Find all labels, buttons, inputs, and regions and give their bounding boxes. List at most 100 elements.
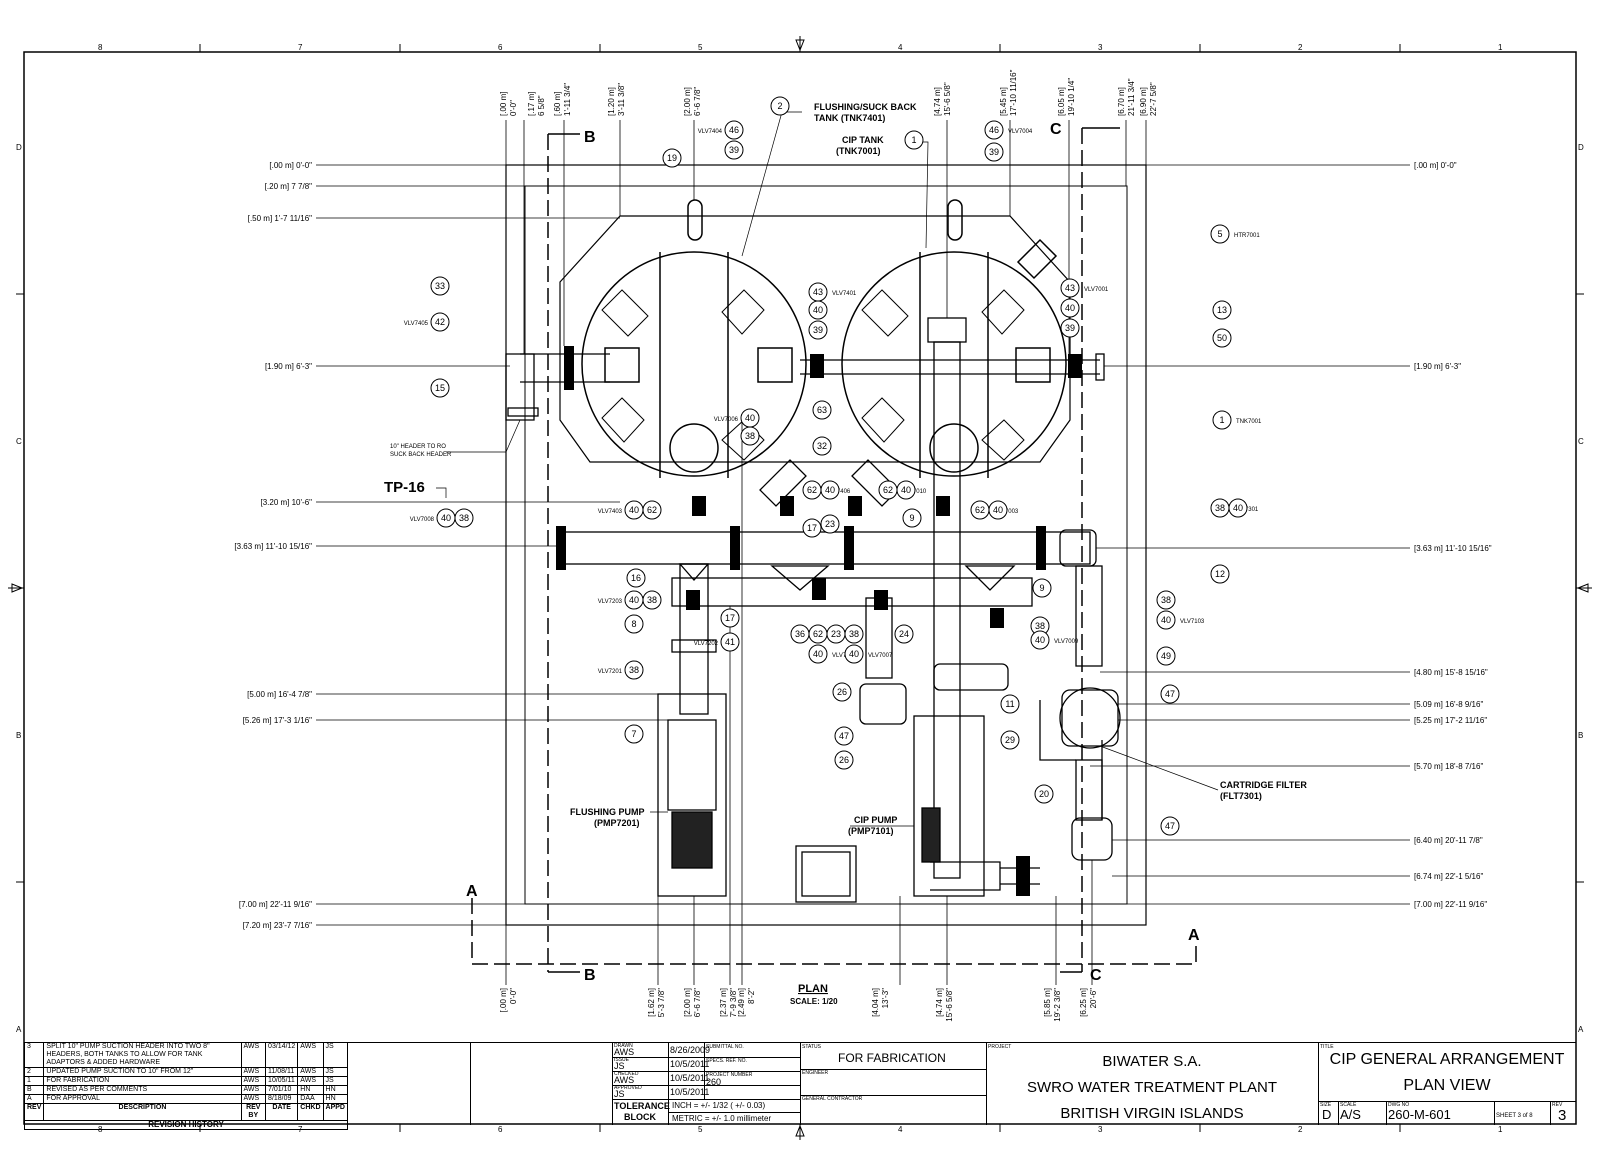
callout-tag: VLV7006	[714, 417, 739, 423]
cip-pump-id: (PMP7101)	[848, 826, 894, 836]
bottom-dim-m: [4.04 m]	[871, 988, 880, 1017]
left-dim-label: [7.20 m] 23'-7 7/16"	[243, 921, 312, 930]
callout-balloon: 36	[790, 624, 810, 644]
callout-number: 38	[459, 513, 469, 523]
top-dim-ft: 1'-11 3/4"	[563, 83, 572, 116]
callout-number: 62	[813, 629, 823, 639]
callout-number: 47	[1165, 689, 1175, 699]
right-dim-label: [5.25 m] 17'-2 11/16"	[1414, 716, 1487, 725]
zone-col-label: 3	[1098, 1125, 1103, 1134]
callout-number: 40	[441, 513, 451, 523]
project-location: BRITISH VIRGIN ISLANDS	[1060, 1105, 1244, 1122]
callout-tag: VLV7009	[1054, 639, 1079, 645]
callout-balloon: 15	[430, 378, 450, 398]
callout-circle	[1212, 410, 1232, 430]
callout-number: 40	[993, 505, 1003, 515]
issued-date: 10/5/2011	[670, 1059, 710, 1069]
callout-circle	[1160, 684, 1180, 704]
bottom-dim-ft: 0'-0"	[509, 988, 518, 1004]
callout-tag: VLV7405	[404, 321, 429, 327]
bottom-dim-m: [2.37 m]	[719, 988, 728, 1017]
callout-balloon: 29	[1000, 730, 1020, 750]
callout-number: 40	[629, 505, 639, 515]
callout-number: 11	[1005, 699, 1014, 709]
callout-tag: HTR7001	[1234, 233, 1260, 239]
top-dim-m: [.17 m]	[527, 92, 536, 116]
revision-cell: SPLIT 10" PUMP SUCTION HEADER INTO TWO 8…	[43, 1042, 242, 1068]
callout-balloon: 7	[624, 724, 644, 744]
bottom-dim-ft: 15'-6 5/8"	[945, 988, 954, 1022]
right-dim-lines	[1090, 164, 1410, 905]
callout-balloon: 9	[902, 508, 922, 528]
callout-circle	[720, 632, 740, 652]
revision-cell: B	[23, 1085, 45, 1095]
title-label: TITLE	[1320, 1044, 1334, 1050]
revision-cell: 11/08/11	[265, 1067, 299, 1077]
callout-number: 24	[899, 629, 909, 639]
sheet-number: SHEET 3 of 8	[1496, 1113, 1533, 1119]
tolerance-metric: METRIC = +/- 1.0 millimeter	[672, 1114, 772, 1123]
right-dim-label: [6.74 m] 22'-1 5/16"	[1414, 872, 1483, 881]
callout-number: 23	[825, 519, 835, 529]
zone-row-label: C	[16, 437, 22, 446]
callout-number: 62	[975, 505, 985, 515]
zone-col-label: 1	[1498, 1125, 1503, 1134]
callout-number: 63	[817, 405, 827, 415]
callout-circle	[1210, 224, 1230, 244]
callout-number: 47	[1165, 821, 1175, 831]
bottom-dim-m: [4.74 m]	[935, 988, 944, 1017]
drawing-title-1: CIP GENERAL ARRANGEMENT	[1329, 1051, 1565, 1068]
header-note: SUCK BACK HEADER	[390, 452, 452, 458]
callout-number: 38	[647, 595, 657, 605]
zone-row-label: D	[1578, 143, 1584, 152]
zone-row-label: B	[1578, 731, 1583, 740]
callout-circle	[820, 480, 840, 500]
leader-lines	[436, 111, 1219, 827]
right-dim-label: [5.09 m] 16'-8 9/16"	[1414, 700, 1483, 709]
bottom-dim-ft: 8'-2"	[747, 988, 756, 1004]
bottom-dim-ft: 20'-6"	[1089, 988, 1098, 1009]
callout-balloon: 62	[808, 624, 828, 644]
left-dim-label: [3.63 m] 11'-10 15/16"	[234, 542, 312, 551]
callout-number: 7	[631, 729, 636, 739]
callout-number: 46	[989, 125, 999, 135]
callout-balloon: 33	[430, 276, 450, 296]
callout-balloon: 23	[820, 514, 840, 534]
callout-circle	[896, 480, 916, 500]
right-dim-label: [6.40 m] 20'-11 7/8"	[1414, 836, 1483, 845]
callout-number: 9	[1039, 583, 1044, 593]
revision-cell: 03/14/12	[265, 1042, 299, 1068]
callout-number: 2	[777, 101, 782, 111]
callout-number: 40	[849, 649, 859, 659]
cip-pump-drawing	[795, 715, 985, 903]
left-dim-label: [.20 m] 7 7/8"	[265, 182, 312, 191]
top-dim-m: [6.70 m]	[1117, 87, 1126, 116]
tp-tag: TP-16	[384, 479, 425, 496]
plan-scale: SCALE: 1/20	[790, 997, 838, 1006]
callout-number: 40	[1035, 635, 1045, 645]
left-dim-label: [.50 m] 1'-7 11/16"	[248, 214, 312, 223]
callout-balloon: 38	[454, 508, 474, 528]
zone-col-label: 3	[1098, 43, 1103, 52]
callout-circle	[1060, 318, 1080, 338]
top-dim-m: [4.74 m]	[933, 87, 942, 116]
callout-tag: VLV7008	[410, 517, 435, 523]
size-value: D	[1322, 1107, 1332, 1122]
cip-tank-label: CIP TANK	[842, 135, 884, 145]
project-number: 260	[706, 1077, 722, 1087]
callout-circle	[662, 148, 682, 168]
bottom-dim-ft: 5'-3 7/8"	[657, 988, 666, 1017]
zone-col-label: 1	[1498, 43, 1503, 52]
section-b-label: B	[584, 967, 596, 984]
callout-number: 62	[807, 485, 817, 495]
callout-balloon: 47	[1160, 816, 1180, 836]
top-dim-ft: 6 5/8"	[537, 95, 546, 116]
status-value: FOR FABRICATION	[838, 1051, 946, 1065]
callout-circle	[904, 130, 924, 150]
callout-circle	[626, 568, 646, 588]
revision-cell: HN	[322, 1085, 349, 1095]
